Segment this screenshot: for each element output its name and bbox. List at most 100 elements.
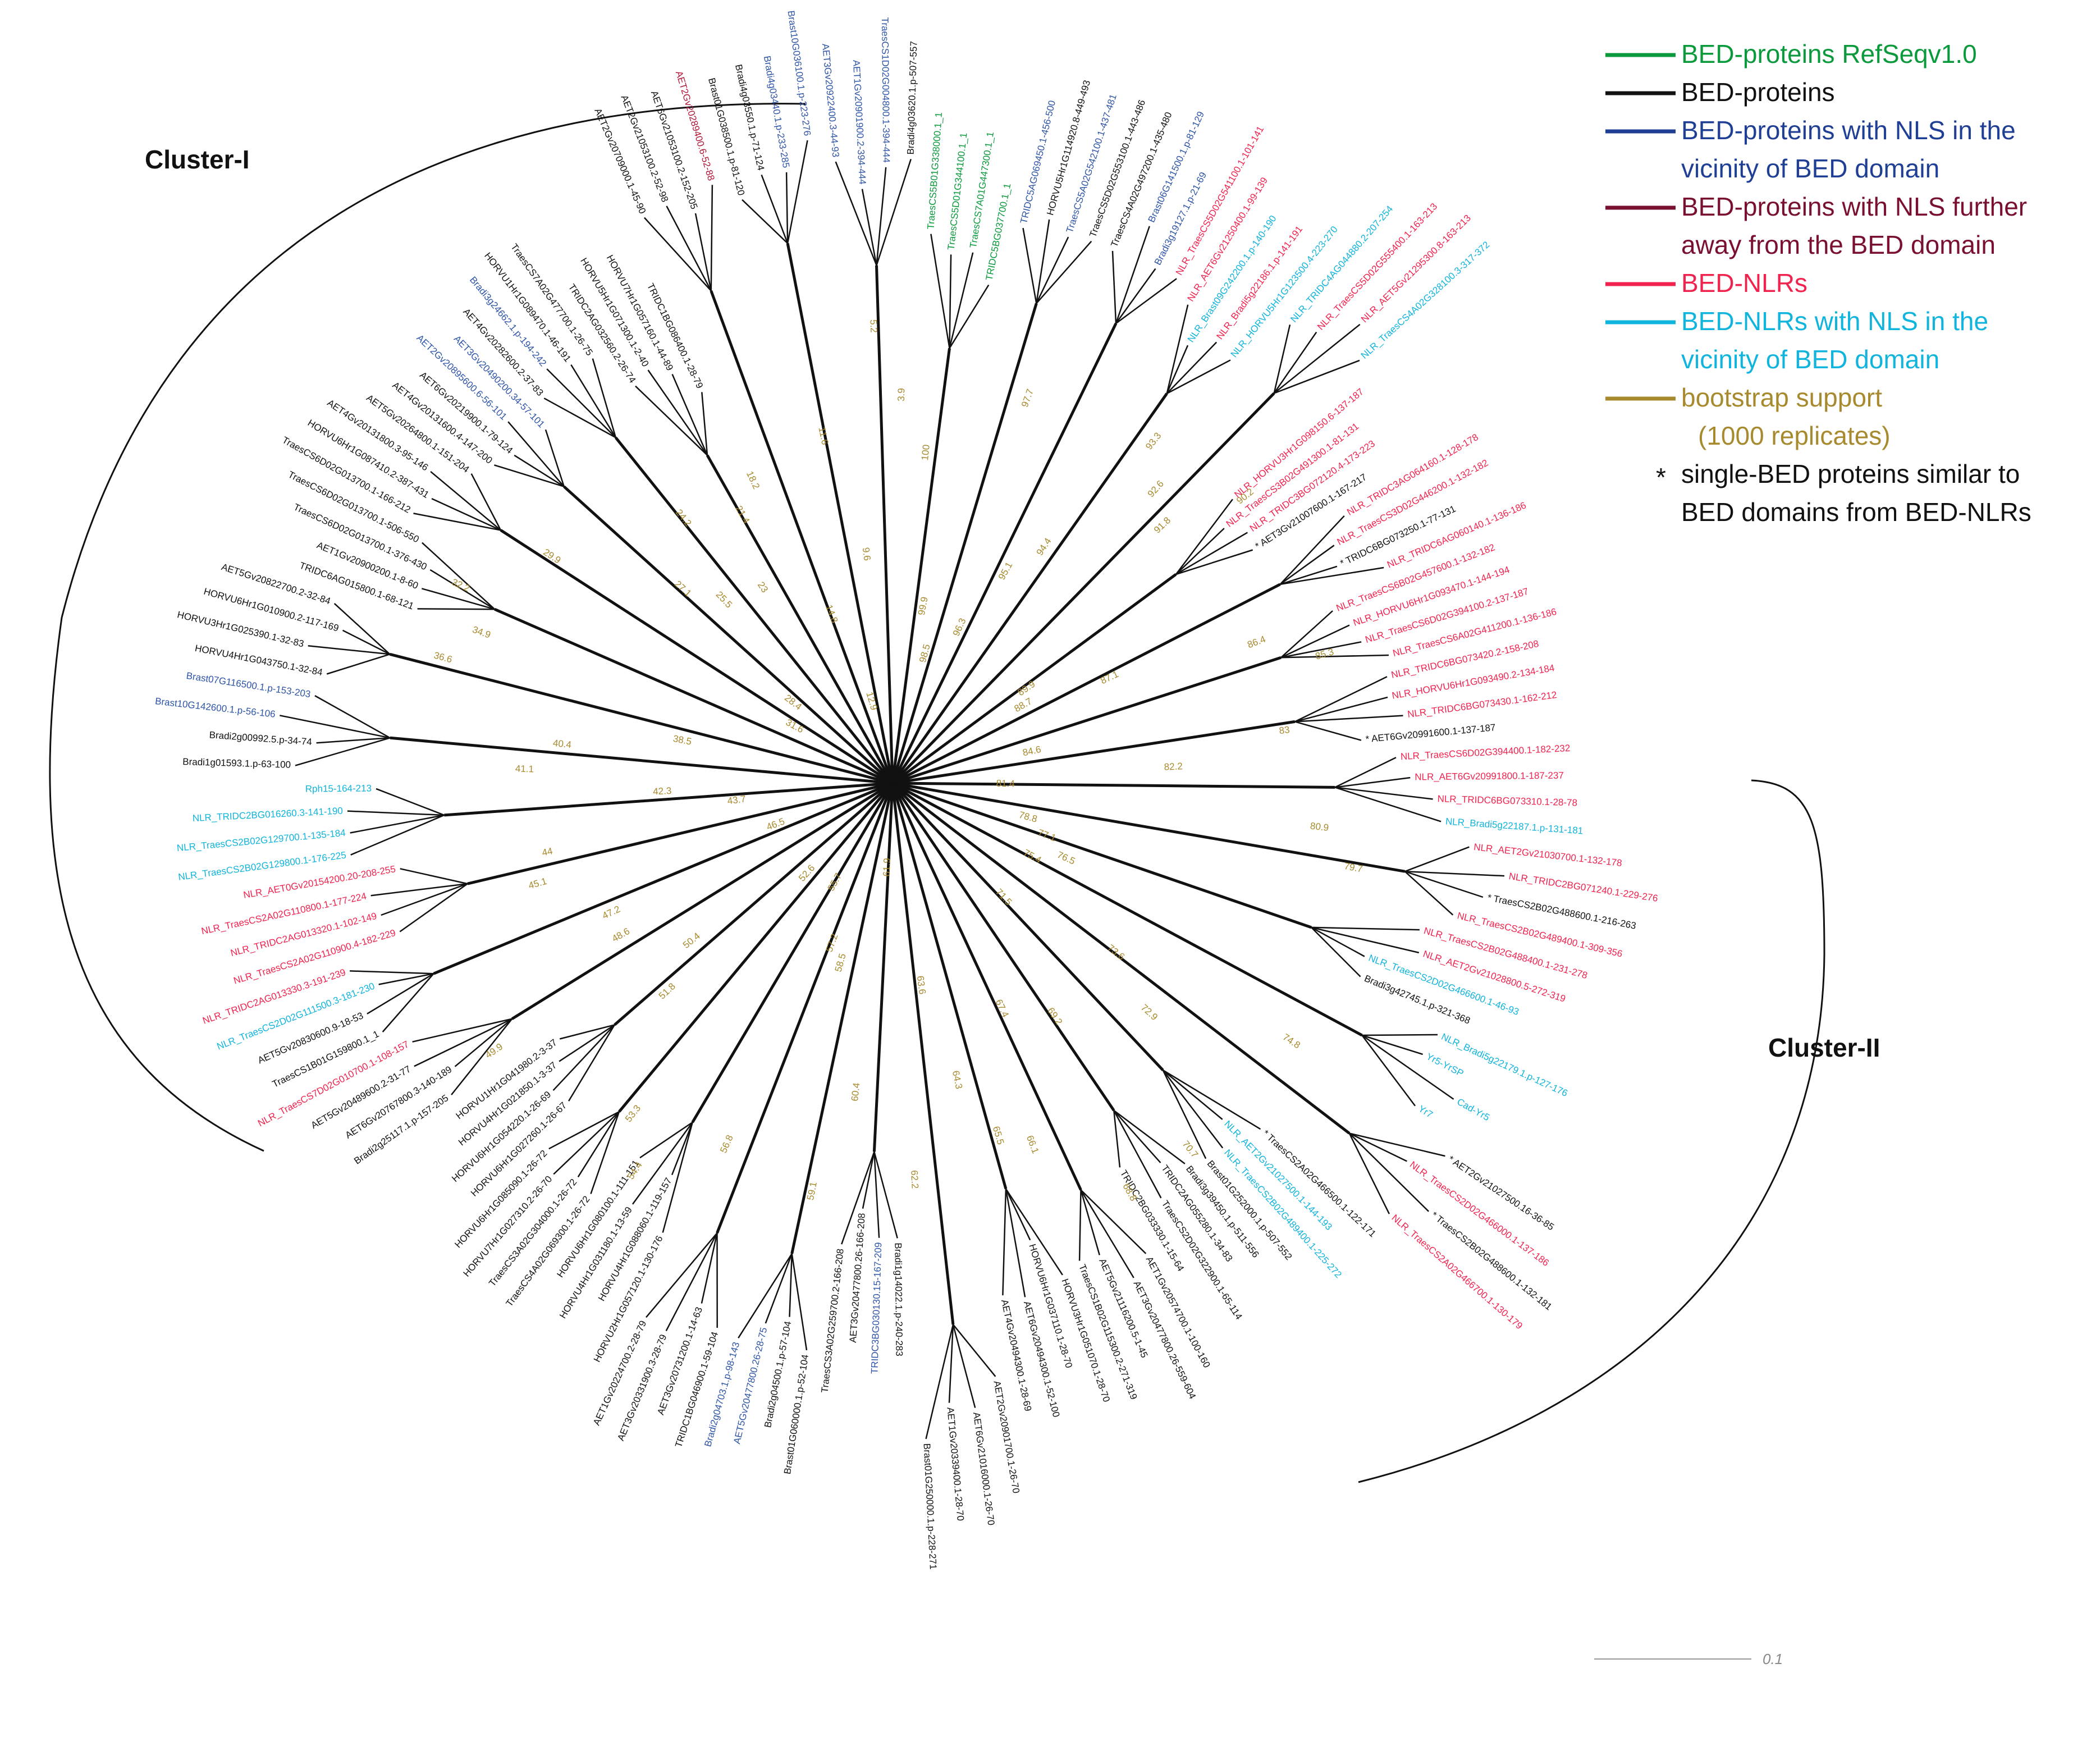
- leaf-branch: [559, 1024, 615, 1040]
- leaf-branch: [1311, 926, 1420, 931]
- internal-branch: [563, 485, 894, 784]
- leaf-branch: [1280, 624, 1350, 659]
- leaf-branch: [412, 1018, 512, 1043]
- leaf-label: * AET2Gv21027500.16-36-85: [1446, 1154, 1556, 1232]
- leaf-label: Brast01G060000.1.p-52-104: [782, 1354, 811, 1475]
- leaf-branch: [347, 810, 445, 816]
- leaf-branch: [1002, 1189, 1007, 1296]
- internal-branch: [892, 720, 1296, 785]
- leaf-label: AET1Gv20900200.1-8-60: [315, 540, 420, 591]
- leaf-branch: [430, 470, 501, 531]
- legend-label: vicinity of BED domain: [1681, 154, 1939, 183]
- leaf-label: NLR_TraesCS6D02G394400.1-182-232: [1400, 743, 1570, 762]
- leaf-branch: [367, 973, 434, 1014]
- bootstrap-value: 77.1: [1036, 827, 1058, 843]
- internal-branch: [706, 454, 894, 784]
- bootstrap-value: 69.2: [1045, 1006, 1064, 1027]
- leaf-branch: [1311, 927, 1361, 977]
- leaf-branch: [930, 234, 950, 349]
- leaf-label: NLR_TraesCS6A02G411200.1-136-186: [1392, 606, 1558, 659]
- leaf-branch: [1078, 1190, 1082, 1261]
- leaf-branch: [952, 1324, 996, 1377]
- leaf-branch: [326, 653, 390, 675]
- leaf-branch: [876, 159, 912, 266]
- bootstrap-value: 3.9: [896, 388, 907, 401]
- legend-entry: BED-proteins: [1605, 77, 1835, 107]
- leaf-branch: [671, 374, 708, 456]
- leaf-branch: [1273, 325, 1291, 394]
- leaf-branch: [280, 715, 391, 739]
- internal-branch: [891, 323, 1118, 784]
- leaf-branch: [422, 542, 496, 610]
- bootstrap-value: 11.6: [816, 426, 830, 446]
- bootstrap-value: 99.9: [916, 596, 930, 616]
- leaf-branch: [1163, 1070, 1261, 1130]
- leaf-branch: [1280, 565, 1338, 585]
- cluster-i-arc: [49, 103, 806, 1152]
- leaf-branch: [1348, 1133, 1390, 1214]
- internal-branch: [891, 392, 1168, 784]
- bootstrap-value: 76.5: [1055, 849, 1077, 867]
- leaf-branch: [454, 1018, 513, 1067]
- leaf-label: NLR_TraesCS2B02G489400.1-225-272: [1222, 1148, 1344, 1280]
- bootstrap-value: 55.7: [826, 871, 844, 893]
- leaf-branch: [543, 397, 616, 438]
- leaf-label: Rph15-164-213: [305, 783, 372, 794]
- leaf-branch: [631, 1122, 693, 1205]
- internal-branch: [614, 436, 894, 784]
- bootstrap-value: 5.2: [868, 319, 879, 333]
- leaf-branch: [494, 464, 565, 487]
- leaf-branch: [949, 284, 990, 349]
- leaf-branch: [666, 205, 712, 291]
- leaf-branch: [1294, 696, 1388, 723]
- leaf-branch: [350, 814, 445, 834]
- leaf-label: NLR_AET2Gv21028800.5-272-319: [1422, 948, 1567, 1004]
- legend-label: BED-NLRs: [1681, 268, 1807, 298]
- bootstrap-value: 45.1: [527, 876, 548, 892]
- leaf-branch: [376, 788, 445, 816]
- leaf-label: NLR_AET2Gv21030700.1-132-178: [1473, 842, 1622, 869]
- leaf-branch: [1080, 1189, 1147, 1254]
- leaf-branch: [1162, 1070, 1207, 1159]
- leaf-label: TraesCS5B01G338000.1_1: [926, 112, 945, 230]
- leaf-label: Brast01G250000.1.p-228-271: [922, 1443, 939, 1570]
- bootstrap-value: 100: [919, 444, 932, 461]
- leaf-branch: [1280, 610, 1333, 659]
- leaf-label: TRIDC5BG037700.1_1: [983, 182, 1013, 281]
- leaf-label: Bradi4g03620.1.p-507-557: [905, 41, 919, 155]
- bootstrap-value: 87.1: [1099, 669, 1120, 686]
- bootstrap-value: 14.8: [823, 604, 840, 625]
- leaf-branch: [1036, 219, 1050, 304]
- bootstrap-value: 18.2: [744, 469, 762, 491]
- leaf-label: HORVU4Hr1G043750.1-32-84: [194, 643, 324, 678]
- leaf-branch: [742, 199, 788, 244]
- bootstrap-value: 56.8: [718, 1134, 735, 1155]
- bootstrap-value: 43.7: [727, 793, 747, 806]
- leaf-branch: [382, 973, 434, 1032]
- leaf-label: TraesCS3A02G259700.2-166-208: [819, 1248, 845, 1393]
- leaf-branch: [514, 454, 565, 487]
- internal-branch: [891, 783, 1008, 1190]
- leaf-label: AET5Gv20830600.9-18-53: [256, 1010, 365, 1066]
- leaf-label: NLR_TRIDC6BG073310.1-28-78: [1437, 793, 1577, 808]
- leaf-label: Brast10G036100.1.p-223-276: [785, 10, 812, 137]
- legend-label: BED-proteins RefSeqv1.0: [1681, 39, 1977, 68]
- leaf-branch: [548, 1111, 620, 1150]
- leaf-branch: [873, 1151, 880, 1238]
- bootstrap-value: 53.3: [623, 1103, 643, 1124]
- leaf-label: NLR_AET6Gv20991800.1-187-237: [1415, 770, 1564, 783]
- internal-branch: [716, 783, 894, 1234]
- leaf-branch: [570, 364, 616, 438]
- bootstrap-value: 32.2: [450, 577, 472, 594]
- bootstrap-value: 86.4: [1246, 634, 1267, 650]
- asterisk-icon: *: [1656, 463, 1666, 492]
- internal-branch: [389, 652, 893, 785]
- bootstrap-value: 74.8: [1281, 1031, 1302, 1050]
- bootstrap-value: 83: [1279, 724, 1291, 736]
- leaf-branch: [1111, 250, 1117, 324]
- legend-entry: BED-NLRs: [1605, 268, 1807, 298]
- internal-branch: [891, 782, 1115, 1112]
- leaf-branch: [1361, 1035, 1416, 1107]
- leaf-branch: [1362, 1034, 1423, 1055]
